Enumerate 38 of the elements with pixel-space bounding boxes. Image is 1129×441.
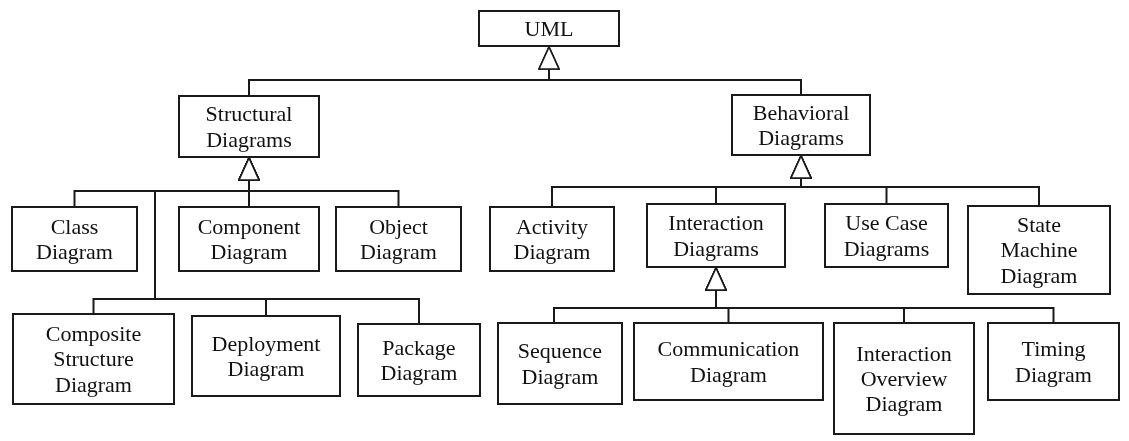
- diagram-box: [191, 315, 341, 397]
- diagram-box: [178, 206, 320, 272]
- box-label: Component Diagram: [196, 213, 302, 265]
- diagram-box: [335, 206, 462, 272]
- diagram-box: [497, 322, 623, 405]
- diagram-box: [178, 95, 320, 158]
- box-label: State Machine Diagram: [999, 212, 1079, 288]
- box-label: Communication Diagram: [656, 336, 801, 387]
- generalization-arrow: [790, 155, 1040, 206]
- diagram-box: [833, 322, 975, 435]
- box-label: Activity Diagram: [512, 213, 592, 265]
- diagram-box: [12, 313, 175, 405]
- box-label: Deployment Diagram: [210, 330, 322, 382]
- diagram-box: [987, 322, 1120, 401]
- box-label: Interaction Diagrams: [667, 210, 765, 261]
- box-label: Class Diagram: [35, 213, 114, 265]
- generalization-arrow: [538, 46, 802, 95]
- diagram-box: [633, 322, 824, 401]
- box-label: Behavioral Diagrams: [751, 99, 851, 151]
- box-label: UML: [524, 15, 574, 42]
- box-label: Composite Structure Diagram: [44, 321, 143, 397]
- box-label: Sequence Diagram: [516, 338, 604, 389]
- box-label: Structural Diagrams: [204, 101, 294, 152]
- diagram-box: [11, 206, 138, 272]
- box-label: Object Diagram: [359, 213, 438, 265]
- box-label: Timing Diagram: [1014, 336, 1093, 387]
- diagram-box: [478, 10, 620, 47]
- diagram-box: [731, 94, 871, 156]
- diagram-box: [489, 206, 615, 272]
- generalization-arrow: [154, 157, 420, 324]
- diagram-box: [357, 323, 481, 397]
- box-label: Package Diagram: [379, 334, 459, 386]
- diagram-box: [824, 203, 949, 268]
- diagram-box: [967, 205, 1111, 295]
- generalization-arrow: [705, 267, 1055, 323]
- box-label: Use Case Diagrams: [842, 210, 931, 261]
- diagram-box: [646, 203, 786, 268]
- box-label: Interaction Overview Diagram: [855, 340, 953, 417]
